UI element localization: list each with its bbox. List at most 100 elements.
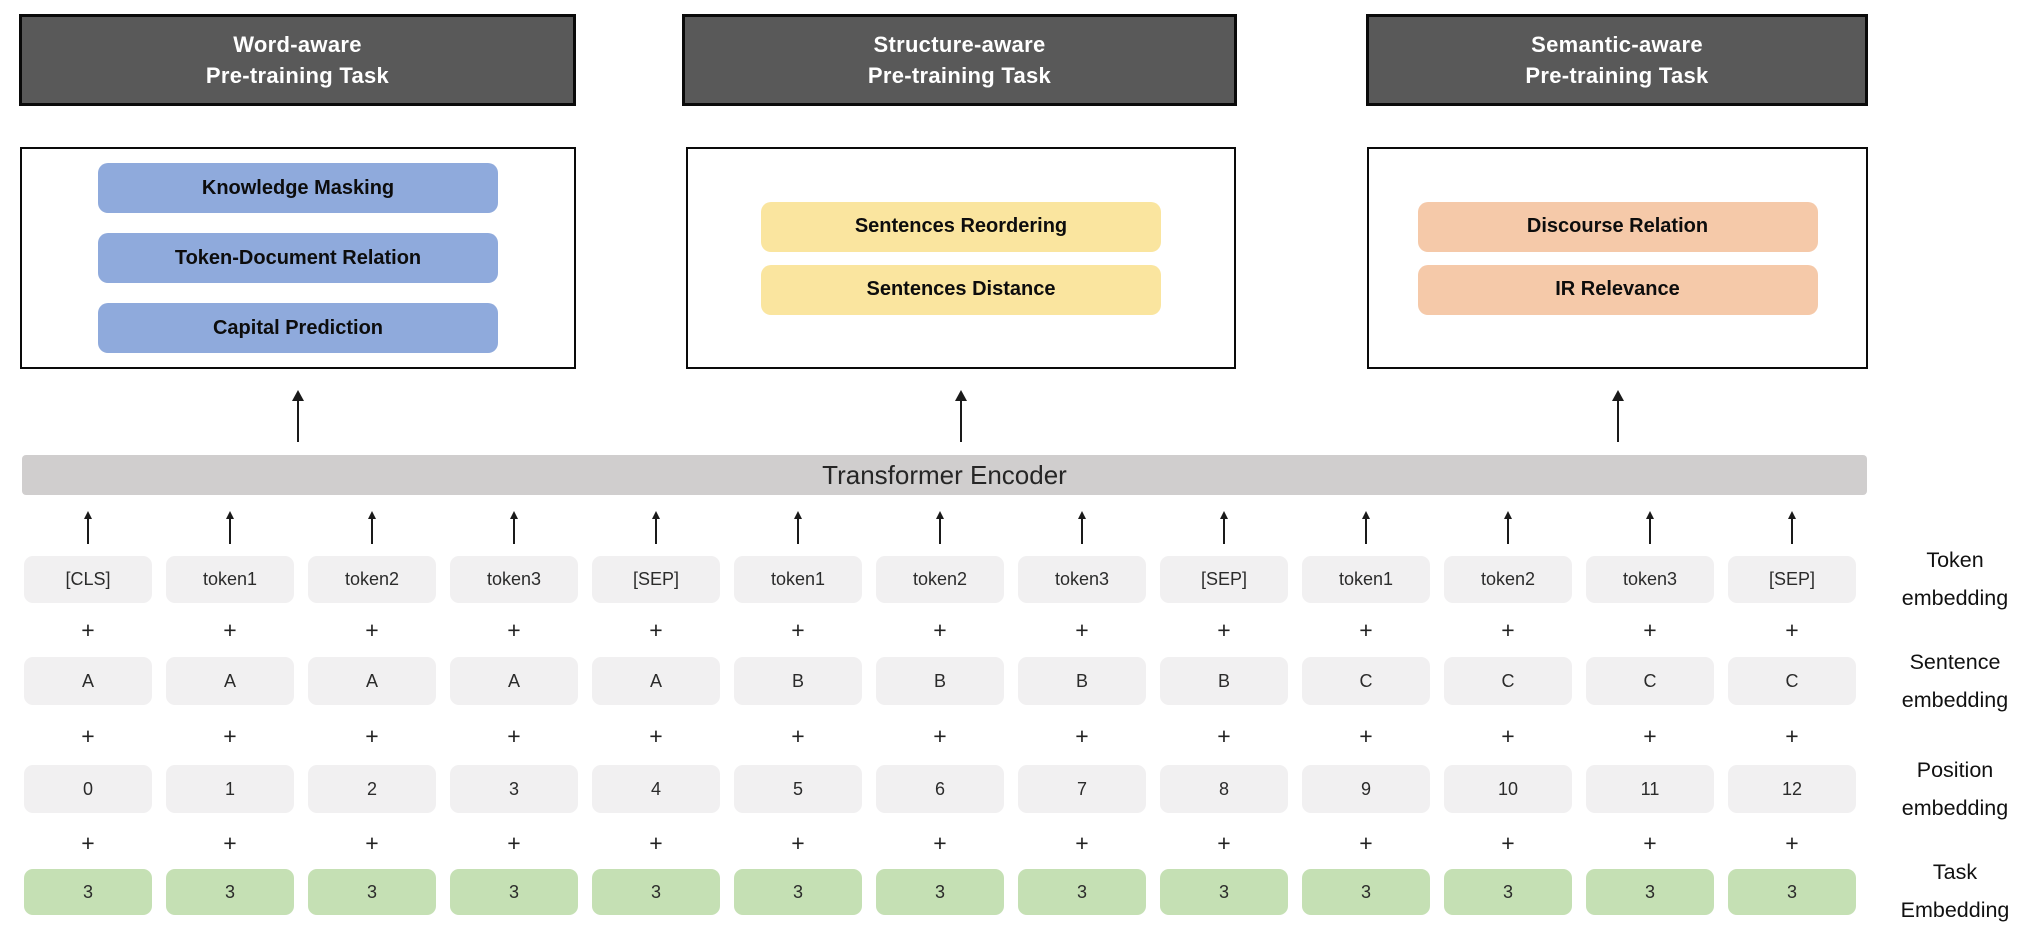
transformer-encoder-label: Transformer Encoder xyxy=(822,459,1067,490)
position-embedding-cell: 11 xyxy=(1586,765,1714,813)
position-embedding-cell: 7 xyxy=(1018,765,1146,813)
position-embedding-cell: 12 xyxy=(1728,765,1856,813)
task-embedding-cell: 3 xyxy=(450,869,578,915)
token-embedding-cell: [CLS] xyxy=(24,556,152,603)
task-label-line1: Task xyxy=(1932,860,1978,884)
small-arrow-slot xyxy=(734,511,862,544)
capital-prediction-pill: Capital Prediction xyxy=(98,303,498,353)
plus-sign: + xyxy=(1075,616,1089,643)
token-embedding-cell: token2 xyxy=(308,556,436,603)
arrow-shaft xyxy=(371,519,373,544)
plus-row: +++++++++++++ xyxy=(24,718,1856,754)
discourse-relation-pill: Discourse Relation xyxy=(1417,201,1818,252)
arrow-shaft xyxy=(1649,519,1651,544)
token-embedding-cell: [SEP] xyxy=(592,556,720,603)
task-label-line2: Embedding xyxy=(1900,898,2010,922)
position-embedding-cell: 1 xyxy=(166,765,294,813)
position-embedding-cell: 8 xyxy=(1160,765,1288,813)
token-label-line2: embedding xyxy=(1901,586,2009,610)
small-arrow-slot xyxy=(1018,511,1146,544)
task-embedding-cell: 3 xyxy=(1302,869,1430,915)
task-embedding-cell: 3 xyxy=(24,869,152,915)
sentence-embedding-cell: C xyxy=(1444,657,1572,705)
arrow-shaft xyxy=(1616,401,1619,442)
plus-sign: + xyxy=(649,616,663,643)
token-embedding-cell: token2 xyxy=(1444,556,1572,603)
arrow-head-icon xyxy=(226,511,234,519)
sentence-embedding-cell: B xyxy=(1018,657,1146,705)
plus-sign: + xyxy=(81,616,95,643)
position-embedding-cell: 4 xyxy=(592,765,720,813)
plus-sign: + xyxy=(649,829,663,856)
plus-row: +++++++++++++ xyxy=(24,612,1856,648)
sentence-embedding-cell: B xyxy=(734,657,862,705)
arrow-up-icon xyxy=(1078,511,1086,544)
task-embedding-cell: 3 xyxy=(1586,869,1714,915)
arrow-shaft xyxy=(960,401,962,442)
arrow-head-icon xyxy=(1362,511,1370,519)
small-arrow-slot xyxy=(1728,511,1856,544)
structure-aware-header-line1: Structure-aware xyxy=(873,32,1046,57)
plus-sign: + xyxy=(1785,829,1799,856)
sentence-embedding-cell: A xyxy=(450,657,578,705)
token-embedding-cell: token3 xyxy=(1018,556,1146,603)
plus-sign: + xyxy=(1785,616,1799,643)
arrow-up-icon xyxy=(84,511,92,544)
small-arrow-slot xyxy=(876,511,1004,544)
plus-sign: + xyxy=(1075,829,1089,856)
plus-sign: + xyxy=(365,616,379,643)
position-embedding-cell: 0 xyxy=(24,765,152,813)
plus-sign: + xyxy=(223,829,237,856)
task-embedding-cell: 3 xyxy=(592,869,720,915)
plus-sign: + xyxy=(649,722,663,749)
sentence-embedding-cell: C xyxy=(1728,657,1856,705)
arrow-shaft xyxy=(797,519,799,544)
arrow-up-icon xyxy=(226,511,234,544)
position-embedding-cell: 2 xyxy=(308,765,436,813)
arrow-head-icon xyxy=(794,511,802,519)
arrow-head-icon xyxy=(1504,511,1512,519)
arrow-up-icon xyxy=(1504,511,1512,544)
plus-sign: + xyxy=(365,722,379,749)
arrow-head-icon xyxy=(1078,511,1086,519)
plus-sign: + xyxy=(1217,722,1231,749)
token-embedding-cell: [SEP] xyxy=(1728,556,1856,603)
position-label-line1: Position xyxy=(1916,758,1994,782)
plus-sign: + xyxy=(81,829,95,856)
plus-sign: + xyxy=(1359,722,1373,749)
plus-sign: + xyxy=(507,722,521,749)
token-embedding-cell: token3 xyxy=(1586,556,1714,603)
sentence-embedding-cell: B xyxy=(876,657,1004,705)
arrow-head-icon xyxy=(936,511,944,519)
task-embedding-cell: 3 xyxy=(1018,869,1146,915)
arrow-head-icon xyxy=(652,511,660,519)
arrow-shaft xyxy=(1081,519,1083,544)
plus-sign: + xyxy=(1217,616,1231,643)
task-embedding-cell: 3 xyxy=(1728,869,1856,915)
position-embedding-cell: 3 xyxy=(450,765,578,813)
plus-sign: + xyxy=(791,722,805,749)
plus-sign: + xyxy=(1643,722,1657,749)
arrow-up-icon xyxy=(794,511,802,544)
position-embedding-cell: 5 xyxy=(734,765,862,813)
task-embedding-cell: 3 xyxy=(876,869,1004,915)
sentence-label-line1: Sentence xyxy=(1909,650,2001,674)
plus-sign: + xyxy=(1359,829,1373,856)
token-embedding-cell: token2 xyxy=(876,556,1004,603)
sentence-embedding-cell: A xyxy=(24,657,152,705)
input-arrows-row xyxy=(24,511,1856,544)
plus-sign: + xyxy=(365,829,379,856)
sentence-embedding-cell: A xyxy=(592,657,720,705)
plus-sign: + xyxy=(81,722,95,749)
arrow-shaft xyxy=(1507,519,1509,544)
arrow-up-icon xyxy=(1788,511,1796,544)
task-embedding-cell: 3 xyxy=(166,869,294,915)
arrow-shaft xyxy=(939,519,941,544)
